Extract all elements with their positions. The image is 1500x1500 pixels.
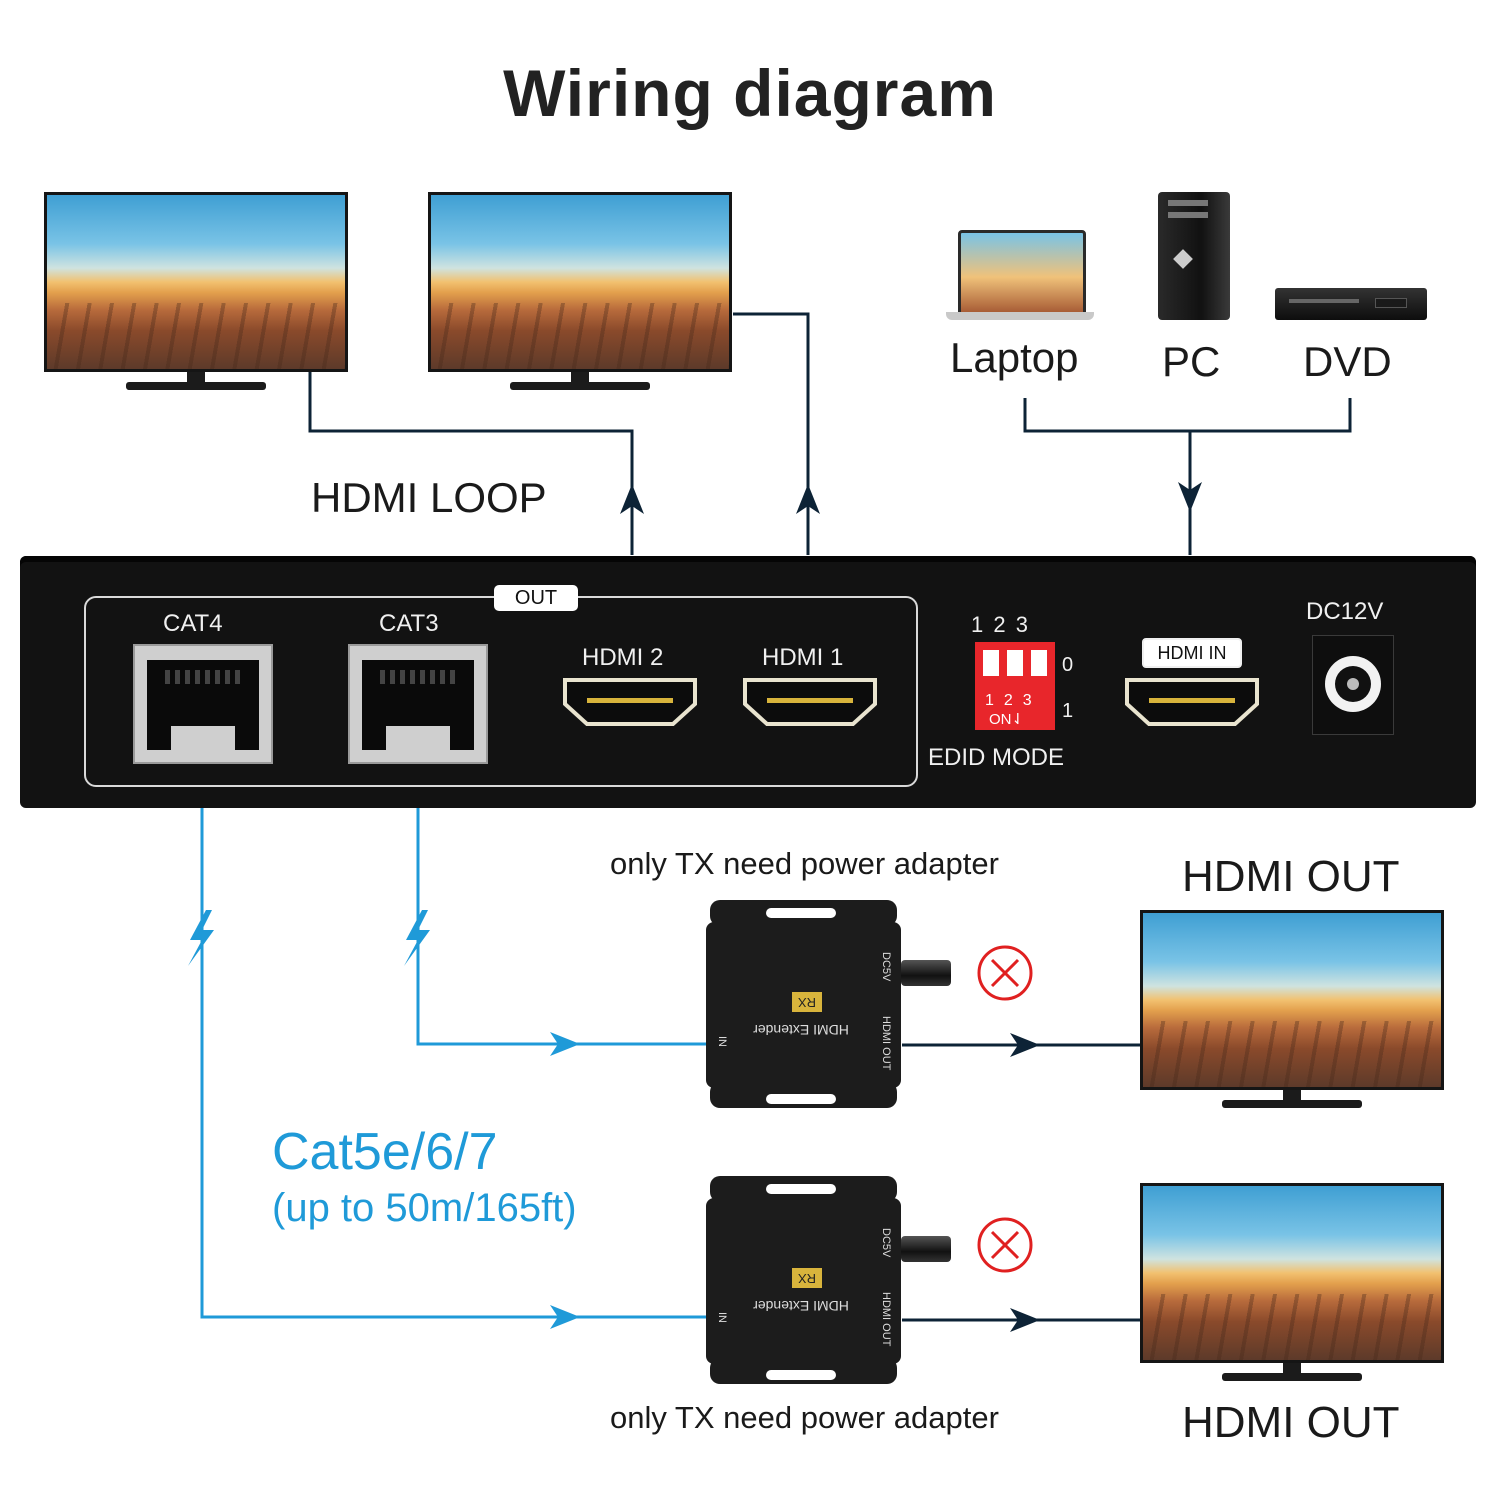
loop-tv-1: [44, 192, 348, 392]
dip-on-label: ON⇃: [989, 711, 1025, 728]
pc-tower-icon: [1158, 192, 1230, 320]
source-arrow: [1178, 482, 1202, 512]
dvd-player-icon: [1275, 288, 1427, 320]
edid-zero-label: 0: [1062, 654, 1074, 676]
loop-arrow-1: [620, 484, 644, 514]
rx2-in-label: IN: [716, 1312, 728, 1323]
rx1-out-label: HDMI OUT: [880, 1016, 892, 1071]
edid-switch-numbers: 1 2 3: [971, 612, 1028, 637]
pc-label: PC: [1162, 338, 1221, 385]
laptop-label: Laptop: [950, 334, 1079, 381]
loop-line-2: [733, 312, 810, 555]
hdmi2-port[interactable]: [561, 676, 699, 728]
loop-line-1: [308, 372, 634, 555]
rx2-tv: [1140, 1183, 1444, 1383]
rx1-badge: RX: [792, 992, 822, 1012]
rx1-output-label: HDMI OUT: [1182, 852, 1400, 901]
page-title: Wiring diagram: [503, 56, 997, 130]
dip-numbers: 123: [985, 692, 1042, 709]
cat4-arrow: [550, 1305, 580, 1329]
cat3-label: CAT3: [379, 610, 439, 637]
lightning-icon: [404, 910, 430, 966]
dc-power-jack[interactable]: [1312, 635, 1394, 735]
hdmi-loop-label: HDMI LOOP: [311, 474, 547, 521]
source-bracket: [1023, 398, 1352, 433]
cat3-arrow: [550, 1032, 580, 1056]
rx2-name: HDMI Extender: [753, 1298, 849, 1314]
hdmi-in-port[interactable]: [1123, 676, 1261, 728]
out-tag: OUT: [494, 585, 578, 611]
rx1-tv: [1140, 910, 1444, 1110]
rx2-no-power-icon: [977, 1217, 1033, 1273]
hdmi1-port[interactable]: [741, 676, 879, 728]
hdmi-in-label: HDMI IN: [1142, 638, 1242, 668]
rx2-out-label: HDMI OUT: [880, 1292, 892, 1347]
laptop-icon: [946, 230, 1094, 322]
hdmi1-label: HDMI 1: [762, 644, 844, 671]
cable-range-label: (up to 50m/165ft): [272, 1186, 577, 1230]
cat3-port[interactable]: [348, 644, 488, 764]
rx1-extender: RX HDMI Extender DC5V HDMI OUT IN: [706, 896, 951, 1112]
rx1-dc-label: DC5V: [880, 952, 892, 982]
rx2-extender: RX HDMI Extender DC5V HDMI OUT IN: [706, 1172, 951, 1388]
cat4-port[interactable]: [133, 644, 273, 764]
cable-type-label: Cat5e/6/7: [272, 1123, 498, 1181]
lightning-icon: [188, 910, 214, 966]
rx2-power-note: only TX need power adapter: [610, 1400, 999, 1435]
rx2-output-arrow: [1010, 1308, 1040, 1332]
cat3-cable: [416, 808, 706, 1046]
rx1-in-label: IN: [716, 1036, 728, 1047]
dc12v-label: DC12V: [1306, 598, 1384, 625]
rx2-power-plug: [901, 1236, 951, 1262]
rx1-name: HDMI Extender: [753, 1022, 849, 1038]
dvd-label: DVD: [1303, 338, 1392, 385]
cat4-cable: [200, 808, 706, 1319]
edid-one-label: 1: [1062, 700, 1074, 722]
rx2-dc-label: DC5V: [880, 1228, 892, 1258]
rx2-badge: RX: [792, 1268, 822, 1288]
loop-arrow-2: [796, 484, 820, 514]
rx2-output-label: HDMI OUT: [1182, 1398, 1400, 1447]
edid-mode-label: EDID MODE: [928, 744, 1065, 771]
loop-tv-2: [428, 192, 732, 392]
rx1-power-plug: [901, 960, 951, 986]
rx1-no-power-icon: [977, 945, 1033, 1001]
rx1-power-note: only TX need power adapter: [610, 846, 999, 881]
hdmi2-label: HDMI 2: [582, 644, 664, 671]
cat4-label: CAT4: [163, 610, 223, 637]
rx1-output-arrow: [1010, 1033, 1040, 1057]
edid-dip-switch[interactable]: 123 ON⇃: [975, 642, 1055, 730]
